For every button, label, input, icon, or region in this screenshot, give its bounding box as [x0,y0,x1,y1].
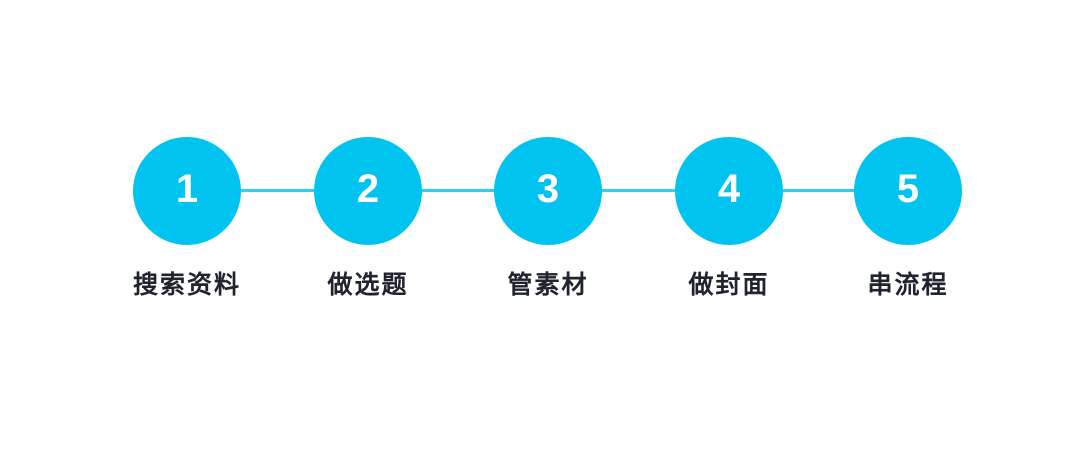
step-4-circle: 4 [675,137,783,245]
step-3: 3 管素材 [494,137,602,301]
step-1-circle: 1 [132,137,241,245]
step-5-circle: 5 [854,137,962,245]
step-4-number: 4 [717,167,741,211]
step-2-label: 做选题 [327,271,409,299]
step-3-circle: 3 [494,137,602,245]
step-4: 4 做封面 [675,137,783,301]
step-1-label: 搜索资料 [132,271,242,299]
step-5-number: 5 [896,167,920,211]
step-1-number: 1 [175,167,199,211]
step-5-label: 串流程 [867,271,949,299]
step-1: 1 搜索资料 [132,137,242,301]
step-5: 5 串流程 [854,137,962,301]
step-2-number: 2 [356,167,380,211]
step-3-number: 3 [536,167,560,211]
step-3-label: 管素材 [507,271,589,299]
step-2: 2 做选题 [314,137,422,301]
step-2-circle: 2 [314,137,422,245]
step-4-label: 做封面 [688,271,770,299]
